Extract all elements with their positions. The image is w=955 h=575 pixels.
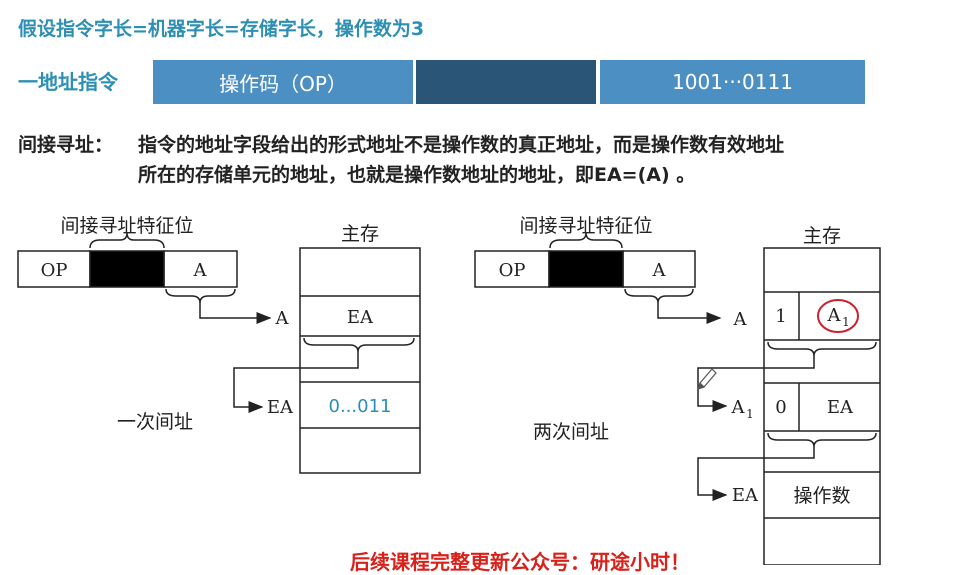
left-a-brace (165, 288, 236, 304)
right-feature-label: 间接寻址特征位 (519, 215, 652, 237)
left-pointer-ea: EA (267, 397, 294, 418)
definition-line-2: 所在的存储单元的地址，也就是操作数地址的地址，即EA=(A) 。 (138, 164, 696, 186)
left-a-box (163, 250, 238, 288)
right-pointer-ea: EA (732, 485, 759, 506)
left-diagram-labels: 间接寻址特征位 OP A 主存 A EA EA 0...011 一次间址 (41, 215, 392, 433)
right-diagram (474, 232, 881, 565)
right-a-label: A (652, 260, 667, 281)
address-field: 1001···0111 (600, 60, 865, 104)
definition-line-1: 指令的地址字段给出的形式地址不是操作数的真正地址，而是操作数有效地址 (138, 134, 785, 156)
pen-cursor-icon (697, 368, 717, 390)
right-caption: 两次间址 (533, 421, 609, 443)
right-ea-brace (767, 432, 877, 448)
right-arrow-ea (697, 447, 815, 501)
right-a1-brace (767, 341, 877, 357)
left-a-label: A (193, 260, 208, 281)
left-ea-brace (303, 337, 415, 353)
right-arrow-a (657, 303, 722, 324)
left-feature-label: 间接寻址特征位 (60, 215, 193, 237)
promo-note: 后续课程完整更新公众号：研途小时！ (350, 550, 690, 574)
right-feature-bit (548, 250, 624, 288)
right-cell-a1-sub: 1 (842, 315, 850, 329)
left-memory-label: 主存 (341, 223, 379, 245)
right-memory-label: 主存 (803, 225, 841, 247)
right-pointer-a: A (733, 309, 748, 330)
right-flag-0: 0 (775, 397, 786, 418)
left-feature-brace (89, 232, 165, 249)
right-a-box (622, 250, 696, 288)
opcode-field: 操作码（OP） (153, 60, 413, 104)
right-cell-a1: A (827, 305, 842, 326)
right-memory (763, 247, 881, 565)
right-cell-ea: EA (827, 397, 854, 418)
a1-highlight-circle (817, 299, 859, 333)
right-op-label: OP (499, 260, 526, 281)
mode-field (416, 60, 596, 104)
left-diagram (17, 232, 421, 474)
definition-heading: 间接寻址： (18, 134, 114, 156)
left-op-label: OP (41, 260, 68, 281)
left-memory (299, 247, 421, 474)
right-arrow-a1 (697, 356, 815, 412)
left-feature-bit (89, 250, 165, 288)
right-cell-operand: 操作数 (793, 485, 850, 507)
instruction-format-label: 一地址指令 (18, 70, 118, 94)
right-diagram-labels: 间接寻址特征位 OP A 主存 A 1 A 1 A 1 0 EA EA 操作数 … (499, 215, 855, 507)
right-feature-brace (549, 232, 623, 249)
right-a-brace (624, 288, 694, 304)
left-cell-value: 0...011 (329, 396, 392, 417)
left-arrow-ea (233, 352, 359, 413)
right-flag-1: 1 (775, 306, 786, 327)
left-caption: 一次间址 (117, 411, 193, 433)
right-pointer-a1-sub: 1 (746, 407, 754, 421)
page-title: 假设指令字长=机器字长=存储字长，操作数为3 (18, 18, 425, 40)
left-arrow-a (199, 303, 272, 324)
left-cell-ea: EA (347, 307, 374, 328)
left-pointer-a: A (275, 308, 290, 329)
right-pointer-a1: A (731, 397, 746, 418)
